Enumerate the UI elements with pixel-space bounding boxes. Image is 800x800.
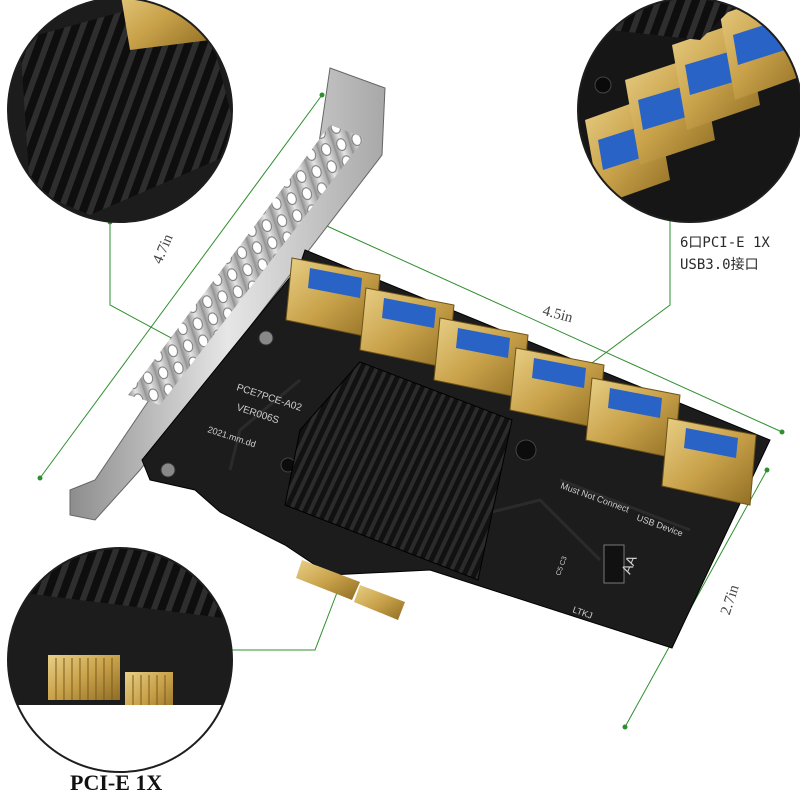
zoom-heatsink	[7, 0, 233, 223]
pcb-connector-label: AA	[618, 552, 640, 576]
usb-port-4	[509, 347, 605, 429]
usb-ports	[285, 257, 757, 506]
zoom-pcie-connector	[7, 547, 233, 773]
guide-lines	[39, 94, 783, 728]
usb-port-2	[359, 287, 455, 369]
usb-port-1	[285, 257, 381, 339]
zoom-usb-ports	[577, 0, 800, 223]
pci-bracket	[69, 67, 386, 521]
usb-port-6	[661, 417, 757, 506]
board-connector	[603, 544, 625, 584]
pcie-gold-fingers	[296, 560, 405, 620]
usb-callout-line1: 6口PCI-E 1X	[680, 235, 770, 251]
pcie-callout: PCI-E 1X	[70, 770, 163, 795]
capacitor	[515, 439, 537, 461]
heatsink	[284, 361, 513, 581]
usb-port-3	[433, 317, 529, 399]
usb-callout: 6口PCI-E 1X USB3.0接口	[680, 232, 800, 276]
screw-top	[258, 330, 274, 346]
usb-port-5	[585, 377, 681, 459]
screw-bottom	[160, 462, 176, 478]
usb-callout-line2: USB3.0接口	[680, 257, 759, 273]
